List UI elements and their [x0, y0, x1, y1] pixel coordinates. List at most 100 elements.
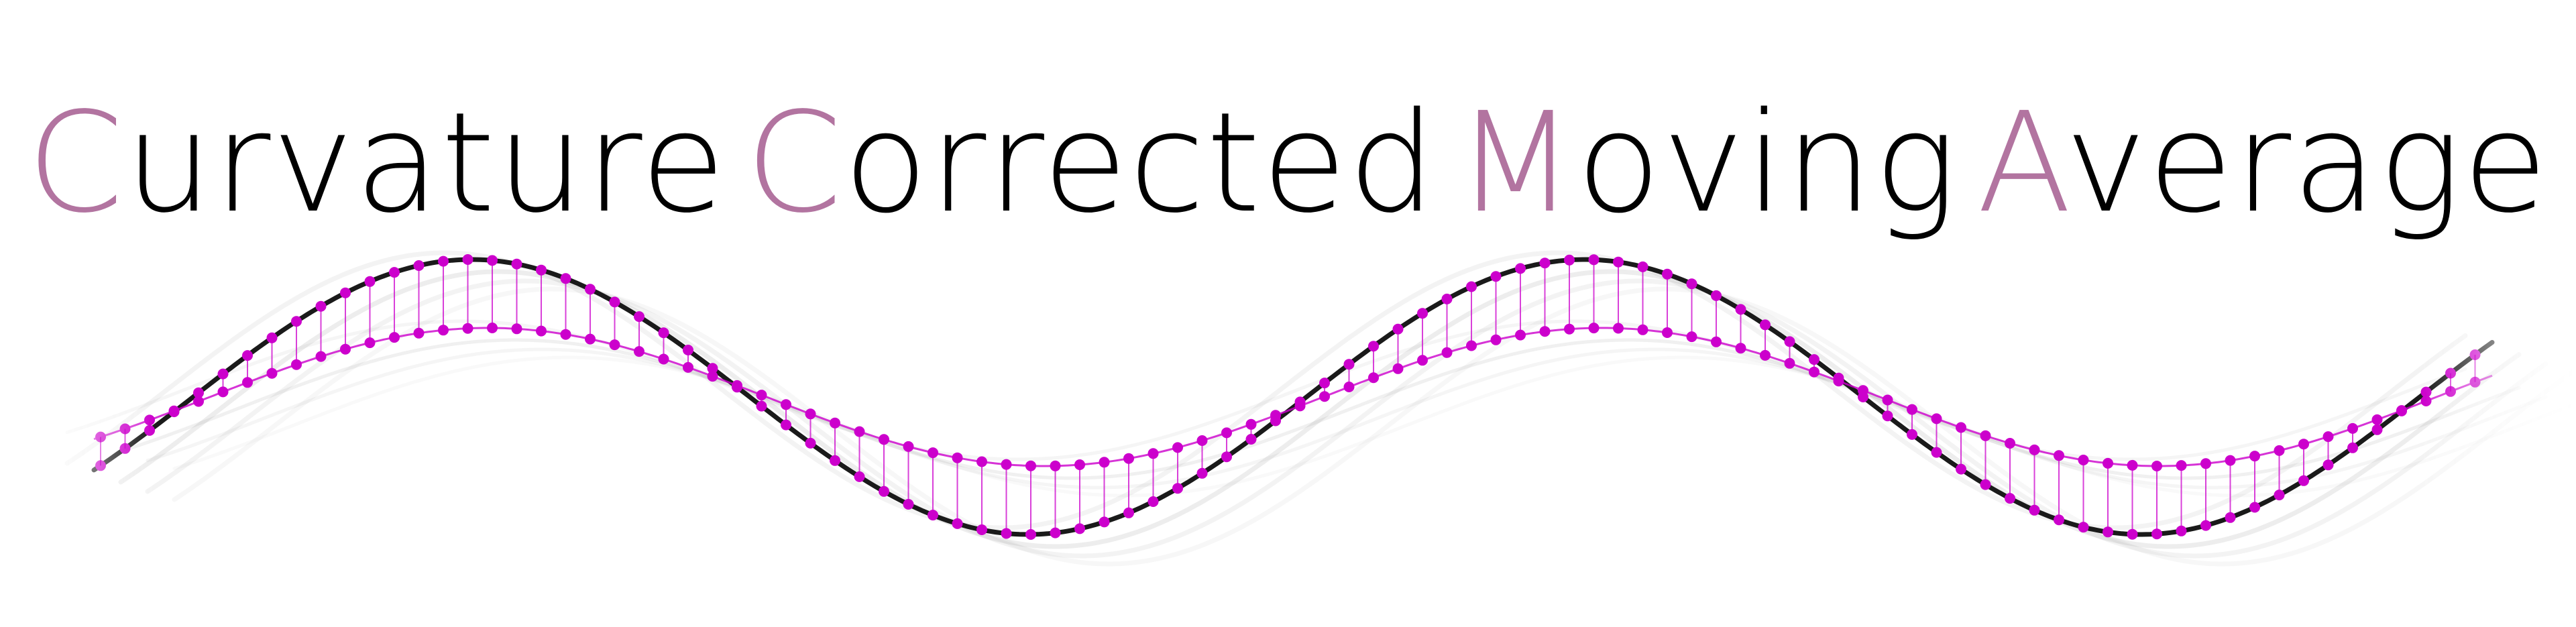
original-point	[830, 455, 840, 466]
original-point	[2347, 442, 2358, 453]
smoothed-point	[1858, 385, 1868, 396]
smoothed-point	[193, 396, 204, 407]
smoothed-point	[854, 426, 865, 437]
original-point	[2054, 514, 2064, 526]
original-point	[634, 311, 645, 323]
smoothed-point	[119, 423, 131, 435]
smoothed-point	[1441, 347, 1453, 358]
original-point	[1392, 323, 1404, 335]
ghost-smooth-wave	[172, 355, 2575, 498]
smoothed-point	[217, 386, 229, 398]
original-point	[2103, 526, 2113, 538]
original-point	[242, 350, 253, 361]
original-point	[976, 524, 987, 535]
original-point	[609, 296, 620, 308]
original-point	[1099, 516, 1110, 528]
original-point	[511, 258, 522, 270]
title-initial: M	[1455, 82, 1577, 243]
smoothed-point	[2103, 457, 2113, 469]
ghost-smooth-wave	[146, 347, 2548, 490]
smoothed-point	[1221, 427, 1232, 439]
smoothed-point	[2322, 431, 2334, 443]
smoothed-point	[95, 431, 106, 443]
original-point	[315, 300, 327, 312]
smoothed-point	[1294, 400, 1306, 412]
title-word-moving: Moving	[1456, 94, 1958, 232]
original-point	[2298, 475, 2309, 486]
original-point	[2200, 520, 2211, 531]
smoothed-point	[1735, 343, 1746, 354]
smoothed-point	[1172, 442, 1183, 453]
smoothed-point	[144, 414, 155, 426]
original-point	[1147, 496, 1159, 507]
original-point	[1025, 529, 1036, 540]
original-point	[1441, 293, 1453, 304]
smoothed-point	[2445, 386, 2456, 397]
smoothed-point	[1466, 340, 1477, 351]
original-point	[1711, 290, 1722, 301]
original-point	[1980, 479, 1991, 490]
original-point	[1613, 256, 1624, 268]
smoothed-point	[585, 333, 596, 345]
smoothed-point	[1343, 382, 1355, 392]
original-point	[1784, 336, 1795, 347]
ghost-main-wave	[118, 269, 2522, 549]
smoothed-point	[903, 441, 914, 452]
original-point	[95, 460, 106, 471]
title-initial: A	[1976, 82, 2065, 243]
smoothed-point	[1613, 323, 1624, 334]
smoothed-point	[928, 447, 938, 459]
smoothed-point	[683, 361, 693, 373]
smoothed-point	[1809, 366, 1819, 378]
smoothed-point	[1711, 336, 1722, 347]
smoothed-point	[168, 405, 180, 416]
smoothed-point	[1662, 327, 1673, 338]
original-point	[1907, 429, 1917, 440]
original-point	[1074, 523, 1085, 534]
smoothed-point	[291, 359, 302, 370]
title-word-corrected: Corrected	[746, 94, 1437, 232]
original-point	[1221, 451, 1232, 463]
smoothed-point	[1147, 448, 1159, 459]
original-point	[2225, 512, 2236, 523]
original-point	[2371, 424, 2383, 435]
ghost-main-wave	[145, 278, 2549, 559]
smoothed-point	[1760, 349, 1771, 361]
original-point	[119, 443, 131, 454]
smoothed-point	[2225, 455, 2236, 466]
original-point	[2445, 367, 2456, 379]
smoothed-point	[413, 327, 425, 339]
original-point	[2005, 493, 2015, 504]
original-point	[1196, 467, 1208, 479]
smoothed-point	[805, 408, 816, 420]
smoothed-point	[1050, 460, 1061, 471]
smoothed-point	[1417, 355, 1428, 366]
original-point	[585, 284, 596, 295]
smoothed-point	[2371, 414, 2383, 425]
original-point	[2078, 522, 2089, 533]
original-point	[928, 510, 938, 521]
original-point	[560, 273, 571, 284]
original-point	[707, 363, 718, 374]
smoothed-signal-line	[93, 327, 2493, 467]
smoothed-point	[1368, 372, 1379, 384]
smoothed-point	[1882, 394, 1893, 406]
original-point	[462, 254, 473, 265]
original-point	[438, 255, 449, 267]
smoothed-point	[2396, 405, 2407, 416]
original-point	[658, 327, 669, 339]
smoothed-point	[1956, 422, 1966, 433]
original-point	[2249, 502, 2260, 513]
original-point	[291, 316, 302, 327]
smoothed-point	[1025, 460, 1036, 471]
smoothed-point	[536, 325, 547, 337]
original-point	[2029, 504, 2040, 516]
smoothed-point	[1637, 324, 1648, 335]
smoothed-point	[511, 323, 522, 335]
residual-lines-layer	[100, 260, 2476, 534]
original-point	[217, 368, 229, 380]
title-word-curvature: Curvature	[27, 94, 726, 232]
original-point	[1882, 410, 1893, 422]
smoothed-point	[2054, 450, 2064, 461]
original-point	[1515, 263, 1526, 274]
